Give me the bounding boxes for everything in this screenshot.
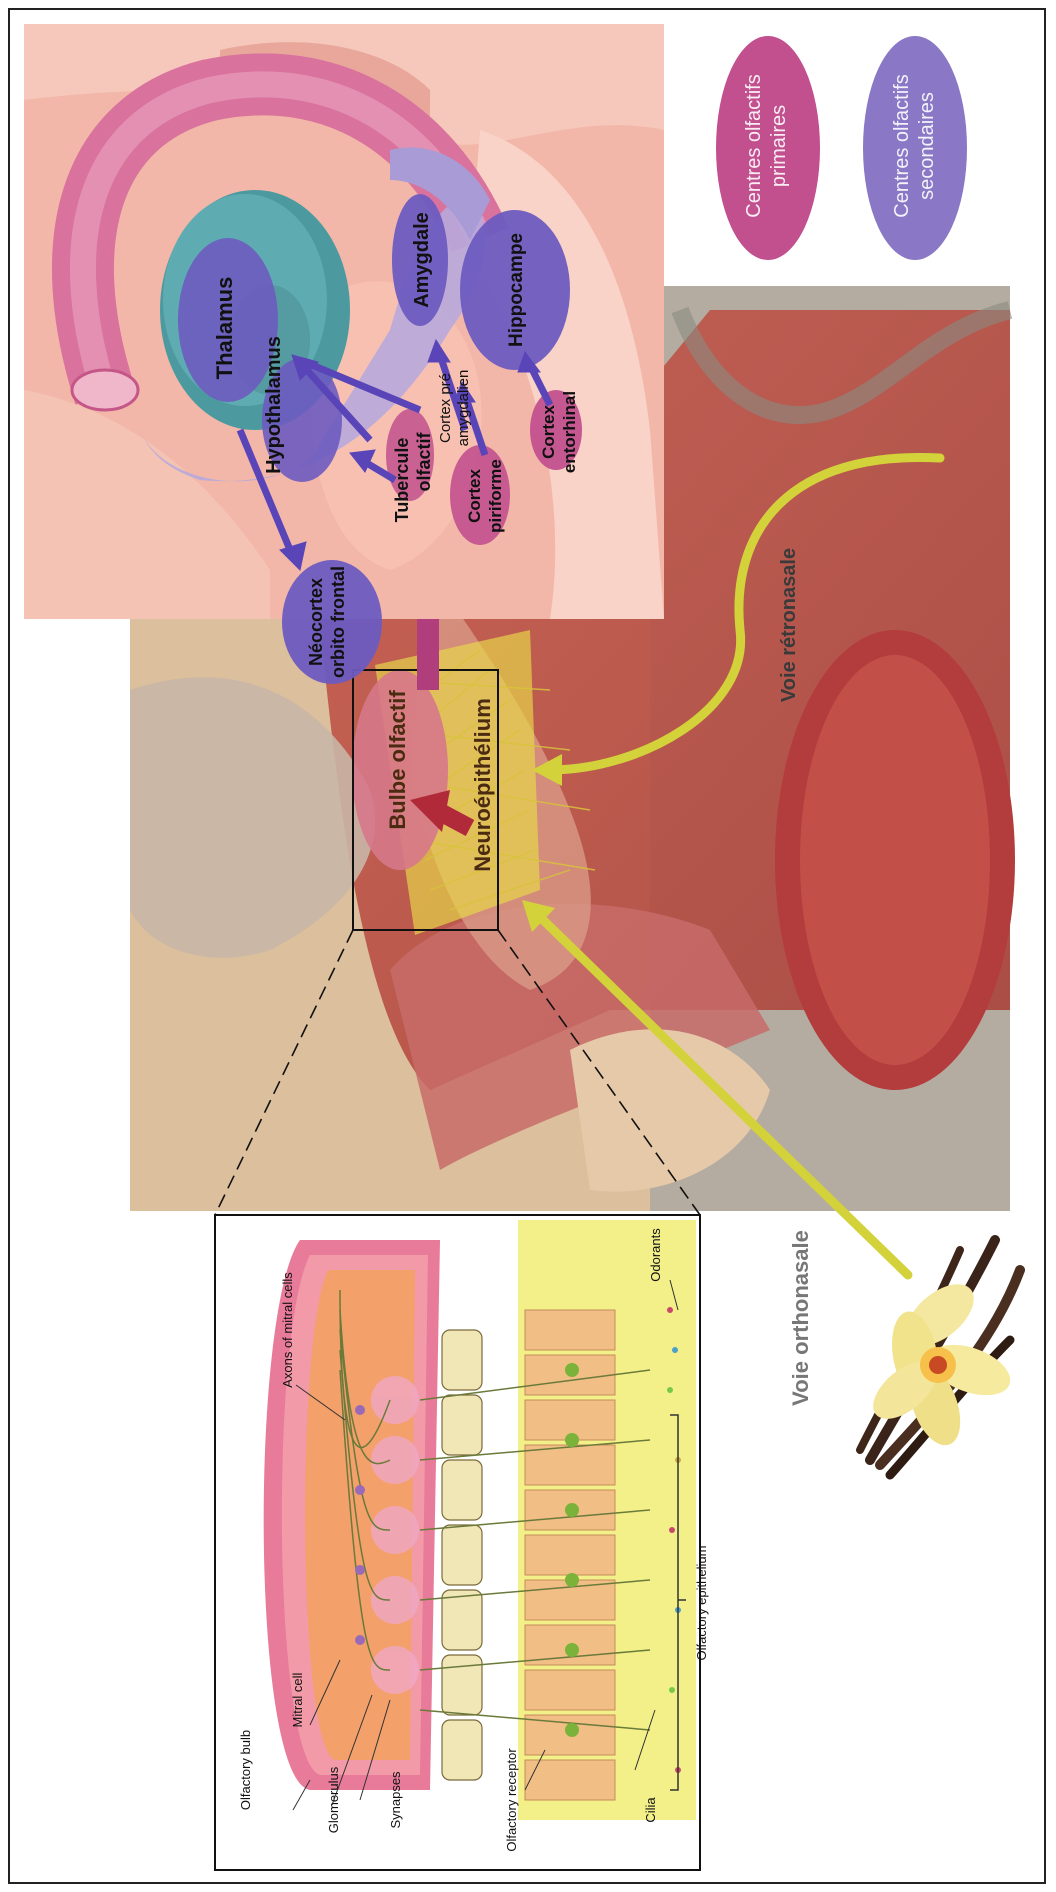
legend-secondary-line1: Centres olfactifs	[891, 74, 913, 217]
inset-axons-label: Axons of mitral cells	[280, 1272, 295, 1388]
inset-epithelium-label: Olfactory epithelium	[694, 1546, 709, 1661]
neocortex-label-line1: Néocortex	[306, 578, 326, 666]
brain-panel	[24, 24, 664, 619]
figure-frame: Bulbe olfactif Neuroépithélium Voie rétr…	[8, 8, 1046, 1884]
inset-receptor-label: Olfactory receptor	[504, 1748, 519, 1852]
hippocampe-label: Hippocampe	[506, 233, 527, 347]
cortex-piriforme-line2: piriforme	[486, 459, 505, 533]
legend-primary-line2: primaires	[768, 105, 790, 187]
voie-retronasale-label: Voie rétronasale	[778, 548, 800, 702]
inset-cilia-label: Cilia	[643, 1797, 658, 1823]
inset-glomerulus-label: Glomerulus	[326, 1766, 341, 1833]
legend-secondary-swatch	[863, 36, 967, 260]
legend-primary-line1: Centres olfactifs	[743, 74, 765, 217]
legend-secondary-line2: secondaires	[916, 92, 938, 200]
inset-mitral-label: Mitral cell	[290, 1672, 305, 1727]
inset-synapses-label: Synapses	[388, 1771, 403, 1829]
neuroepithelium-label: Neuroépithélium	[470, 698, 495, 872]
amygdale-label: Amygdale	[411, 212, 433, 308]
hypothalamus-label: Hypothalamus	[263, 336, 285, 474]
inset-bulb-label: Olfactory bulb	[238, 1730, 253, 1810]
cortex-pre-amygdalien-line1: Cortex pré	[437, 373, 454, 443]
tubercule-label-line2: olfactif	[414, 432, 434, 492]
tubercule-label-line1: Tubercule	[392, 438, 412, 523]
inset-odorants-label: Odorants	[648, 1228, 663, 1282]
olfaction-diagram: Bulbe olfactif Neuroépithélium Voie rétr…	[10, 10, 1044, 1882]
vanilla-flower-illustration	[860, 1240, 1020, 1475]
cortex-entorhinal-line1: Cortex	[539, 405, 558, 459]
cortex-pre-amygdalien-line2: amygdalien	[455, 370, 472, 447]
neocortex-label-line2: orbito frontal	[328, 566, 348, 678]
voie-orthonasale-label: Voie orthonasale	[788, 1230, 813, 1406]
thalamus-label: Thalamus	[212, 277, 237, 380]
cortex-entorhinal-line2: entorhinal	[560, 391, 579, 473]
cortex-piriforme-line1: Cortex	[465, 469, 484, 523]
bulbe-olfactif-label: Bulbe olfactif	[385, 690, 410, 830]
